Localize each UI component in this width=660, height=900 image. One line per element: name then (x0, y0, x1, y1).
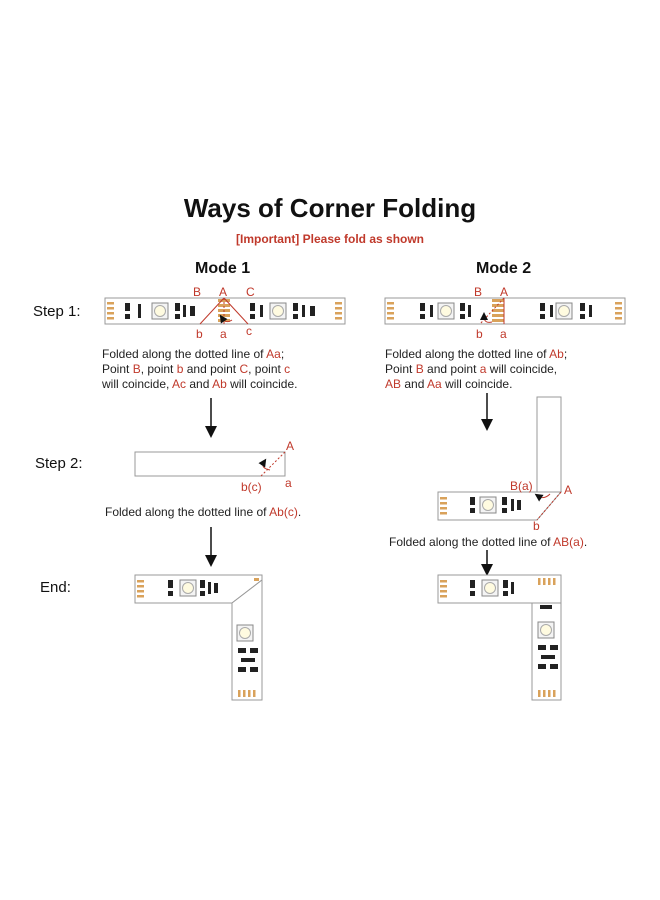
m1-label-A2: A (286, 439, 294, 453)
diagram-subtitle: [Important] Please fold as shown (235, 232, 425, 246)
mode2-step2-description: Folded along the dotted line of AB(a). (389, 535, 588, 549)
mode1-step1-description: Folded along the dotted line of Aa; Poin… (102, 347, 298, 391)
m1-label-B: B (193, 285, 201, 299)
mode1-step2-strip (134, 451, 286, 477)
m2-label-A: A (500, 285, 508, 299)
m1-label-a2: a (285, 476, 292, 490)
m1-label-c: c (246, 324, 252, 338)
end-label: End: (40, 579, 71, 596)
mode2-step1-description: Folded along the dotted line of Ab; Poin… (385, 347, 568, 391)
m2-label-A2: A (564, 483, 572, 497)
diagram-title: Ways of Corner Folding (183, 193, 477, 223)
mode2-end-strip (437, 574, 562, 701)
mode1-end-strip (134, 574, 263, 701)
step1-label: Step 1: (33, 303, 81, 320)
mode1-step1-strip (104, 297, 346, 325)
mode1-step2-description: Folded along the dotted line of Ab(c). (105, 505, 302, 519)
m2-label-Ba: B(a) (510, 479, 533, 493)
m2-label-B: B (474, 285, 482, 299)
m1-label-a: a (220, 327, 227, 341)
m2-label-b2: b (533, 519, 540, 533)
step2-label: Step 2: (35, 455, 83, 472)
m1-label-C: C (246, 285, 255, 299)
m1-label-b: b (196, 327, 203, 341)
m2-label-a: a (500, 327, 507, 341)
m1-label-bc: b(c) (241, 480, 262, 494)
mode1-heading: Mode 1 (195, 260, 251, 277)
m2-label-b: b (476, 327, 483, 341)
mode2-step1-strip (384, 297, 626, 325)
mode2-step2-strip (437, 396, 563, 521)
mode2-heading: Mode 2 (476, 260, 532, 277)
m1-label-A: A (219, 285, 227, 299)
